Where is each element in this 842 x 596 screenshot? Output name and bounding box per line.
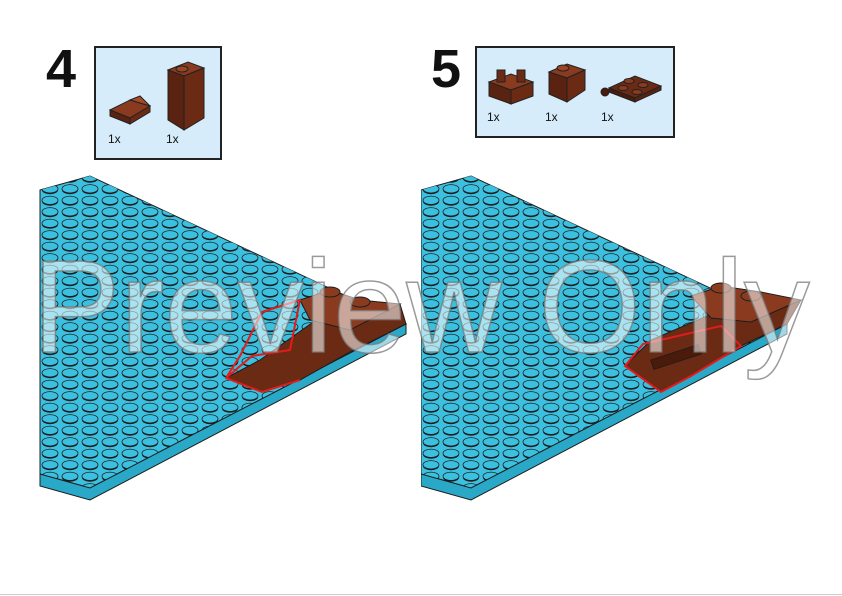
- parts-list-box: 1x 1x 1x: [475, 46, 675, 138]
- part-quantity: 1x: [166, 132, 179, 146]
- build-scene: [39, 175, 408, 501]
- step-number: 5: [431, 39, 462, 99]
- plate-with-hinge-icon: [600, 75, 663, 103]
- page-divider: [0, 594, 842, 595]
- build-scene: [421, 175, 803, 501]
- hinge-brick-icon: [487, 69, 535, 105]
- slope-brick-tall-icon: [166, 61, 206, 131]
- slope-brick-icon: [547, 63, 587, 103]
- step-5: 5 1x 1x 1x: [421, 0, 842, 596]
- part-quantity: 1x: [108, 132, 121, 146]
- new-part-highlight: [623, 324, 743, 394]
- new-part-highlight: [225, 298, 302, 379]
- part-quantity: 1x: [601, 110, 614, 124]
- part-quantity: 1x: [545, 110, 558, 124]
- slope-brick-small-icon: [108, 95, 152, 125]
- parts-list-box: 1x 1x: [94, 46, 222, 160]
- assembled-bricks: [623, 282, 803, 394]
- step-number: 4: [46, 39, 77, 99]
- assembled-bricks: [224, 286, 407, 394]
- step-4: 4 1x 1x: [39, 39, 408, 501]
- part-quantity: 1x: [487, 110, 500, 124]
